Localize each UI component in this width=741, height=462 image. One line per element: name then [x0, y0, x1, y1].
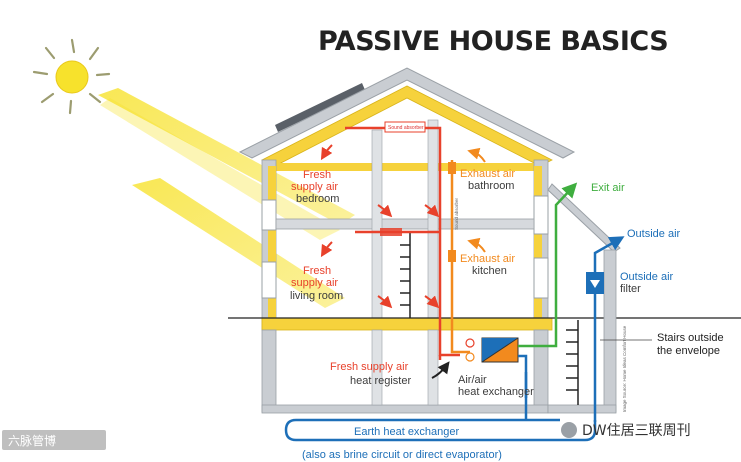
wechat-icon — [561, 422, 577, 438]
exhaust-vent-bathroom — [448, 162, 456, 174]
sunbeam-upper — [98, 88, 355, 225]
exhaust-air-arrows — [467, 147, 486, 253]
outside-stairs — [566, 320, 579, 405]
ground-floor-insulation — [261, 317, 553, 331]
window-lower-left — [261, 261, 277, 299]
attic-insulation — [268, 163, 548, 171]
fresh-air-diffuser-lower — [380, 228, 402, 236]
annex-roof — [547, 183, 621, 253]
vertical-source-note: Image Source: Home Ideas Comfort House — [622, 325, 627, 412]
watermark-right: DW住居三联周刊 — [561, 422, 691, 439]
exit-air-duct — [518, 182, 578, 348]
interior-column-a — [371, 129, 383, 319]
sound-absorber-label: Sound absorber — [388, 125, 424, 131]
diagram-title: PASSIVE HOUSE BASICS — [318, 26, 668, 57]
filter-icon — [590, 280, 600, 288]
interior-column-b — [427, 119, 439, 319]
sunbeam-mid — [100, 98, 340, 240]
label-fresh-bedroom-1: Fresh — [303, 169, 331, 181]
label-earth-heat-note: (also as brine circuit or direct evapora… — [302, 449, 502, 461]
label-exhaust-kitchen-1: Exhaust air — [460, 253, 515, 265]
label-fresh-living-3: living room — [290, 290, 343, 302]
heat-exchanger-unit — [465, 337, 519, 363]
right-wall-insulation — [534, 166, 542, 330]
label-exhaust-bath-2: bathroom — [468, 180, 514, 192]
outside-air-duct — [593, 236, 625, 422]
label-heat-exchanger-2: heat exchanger — [458, 386, 534, 398]
window-upper-right — [533, 195, 549, 235]
label-heat-exchanger-1: Air/air — [458, 374, 487, 386]
sound-absorber-box — [384, 121, 426, 133]
basement-floor — [261, 404, 549, 414]
sunbeam-lower — [132, 178, 345, 308]
label-stairs-2: the envelope — [657, 345, 720, 357]
exhaust-duct-label: Sound absorber — [454, 197, 459, 230]
window-upper-left — [261, 199, 277, 231]
label-exit-air: Exit air — [591, 182, 625, 194]
window-lower-right — [533, 257, 549, 299]
label-exhaust-bath-1: Exhaust air — [460, 168, 515, 180]
annex-wall — [603, 249, 617, 413]
label-fresh-register-1: Fresh supply air — [330, 361, 409, 373]
label-outside-filter-2: filter — [620, 283, 641, 295]
label-fresh-bedroom-2: supply air — [291, 181, 338, 193]
basement-column-b — [427, 329, 439, 406]
label-exhaust-kitchen-2: kitchen — [472, 265, 507, 277]
solar-panel — [275, 83, 365, 132]
label-outside-filter-1: Outside air — [620, 271, 674, 283]
svg-text:DW住居三联周刊: DW住居三联周刊 — [582, 423, 691, 439]
heat-exchanger-pointer — [431, 361, 450, 379]
label-fresh-bedroom-3: bedroom — [296, 193, 339, 205]
interior-stairs — [400, 232, 411, 318]
watermark-left: 六脉管博 — [2, 430, 106, 450]
label-fresh-living-1: Fresh — [303, 265, 331, 277]
basement-left-wall — [261, 329, 277, 413]
label-stairs-1: Stairs outside — [657, 332, 724, 344]
annex-floor — [547, 404, 617, 414]
left-wall-insulation — [268, 166, 276, 330]
basement-right-wall — [533, 329, 549, 413]
label-fresh-living-2: supply air — [291, 277, 338, 289]
exhaust-air-duct — [450, 160, 470, 354]
fresh-air-arrows — [320, 144, 440, 309]
roof-structure — [238, 67, 576, 159]
svg-text:六脉管博: 六脉管博 — [8, 433, 56, 448]
label-fresh-register-2: heat register — [350, 375, 411, 387]
label-earth-heat-exchanger: Earth heat exchanger — [354, 426, 460, 438]
exhaust-vent-kitchen — [448, 250, 456, 262]
basement-column-a — [371, 329, 383, 406]
middle-floor — [275, 218, 535, 230]
label-outside-air: Outside air — [627, 228, 681, 240]
sun-icon — [32, 38, 111, 115]
